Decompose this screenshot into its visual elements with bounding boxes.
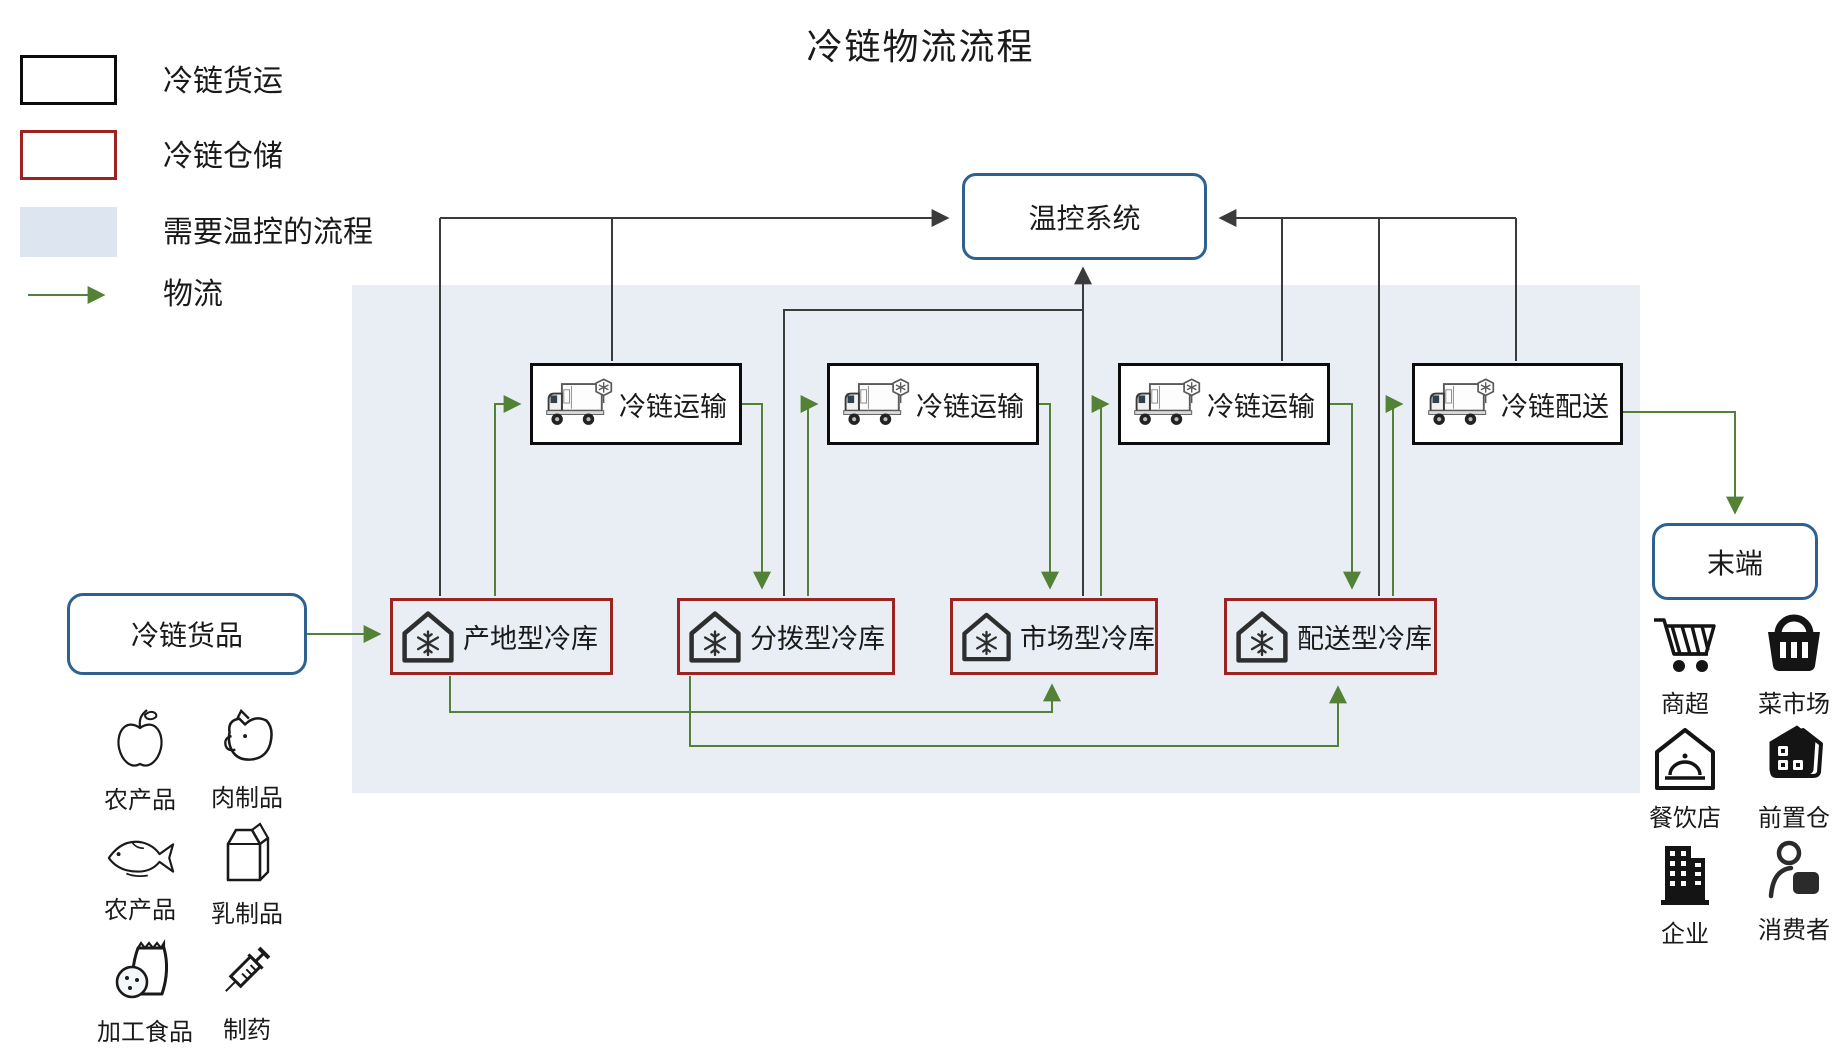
consumer-icon xyxy=(1768,840,1819,899)
apple-icon xyxy=(117,709,163,767)
destination-supermarket: 商超 xyxy=(1630,614,1740,719)
building-icon xyxy=(1661,846,1709,905)
node-warehouse-market: 市场型冷库 xyxy=(950,598,1158,675)
node-warehouse-origin: 产地型冷库 xyxy=(390,598,613,675)
node-label: 冷链运输 xyxy=(1207,391,1315,422)
node-label: 冷链运输 xyxy=(916,391,1024,422)
destination-market: 菜市场 xyxy=(1744,610,1841,719)
refrigerated-truck-icon xyxy=(838,378,914,427)
node-label: 冷链配送 xyxy=(1501,391,1609,422)
destination-consumer: 消费者 xyxy=(1744,840,1841,945)
destination-label: 消费者 xyxy=(1758,917,1830,944)
node-transport-1: 冷链运输 xyxy=(530,363,742,445)
destination-label: 前置仓 xyxy=(1758,805,1830,832)
node-cold-chain-goods: 冷链货品 xyxy=(67,593,307,675)
node-transport-3: 冷链运输 xyxy=(1118,363,1330,445)
goods-label: 乳制品 xyxy=(211,901,283,928)
pig-icon xyxy=(224,708,273,761)
basket-icon xyxy=(1768,614,1820,672)
refrigerated-truck-icon xyxy=(1129,378,1205,427)
goods-label: 加工食品 xyxy=(97,1019,193,1046)
fish-icon xyxy=(107,840,175,878)
refrigerated-truck-icon xyxy=(1423,378,1499,427)
syringe-icon xyxy=(225,946,271,992)
goods-item-aquatic: 农产品 xyxy=(85,832,195,925)
legend-label-logistics: 物流 xyxy=(163,278,223,311)
snack-icon xyxy=(115,939,169,999)
goods-label: 制药 xyxy=(223,1017,271,1044)
node-label: 市场型冷库 xyxy=(1020,624,1155,654)
node-temp-control-system: 温控系统 xyxy=(962,173,1207,260)
node-label: 冷链运输 xyxy=(619,391,727,422)
cart-icon xyxy=(1654,618,1716,672)
goods-item-pharma: 制药 xyxy=(192,938,302,1045)
legend-swatch-warehouse xyxy=(20,130,117,180)
node-label: 末端 xyxy=(1706,547,1763,579)
temperature-controlled-zone xyxy=(352,285,1640,793)
goods-label: 农产品 xyxy=(104,897,176,924)
snowflake-house-icon xyxy=(962,612,1011,661)
goods-item-processed: 加工食品 xyxy=(85,938,205,1047)
node-warehouse-distribution: 分拨型冷库 xyxy=(677,598,895,675)
destination-label: 菜市场 xyxy=(1758,691,1830,718)
node-transport-2: 冷链运输 xyxy=(827,363,1039,445)
front-warehouse-icon xyxy=(1769,725,1823,778)
snowflake-house-icon xyxy=(689,610,741,663)
destination-enterprise: 企业 xyxy=(1630,842,1740,949)
destination-label: 企业 xyxy=(1661,921,1709,948)
legend-label-warehouse: 冷链仓储 xyxy=(163,140,283,173)
refrigerated-truck-icon xyxy=(541,378,617,427)
legend-label-temp-zone: 需要温控的流程 xyxy=(163,216,373,249)
node-label: 冷链货品 xyxy=(130,620,243,651)
node-label: 分拨型冷库 xyxy=(750,624,885,654)
snowflake-house-icon xyxy=(402,610,454,663)
goods-item-dairy: 乳制品 xyxy=(192,822,302,929)
snowflake-house-icon xyxy=(1236,610,1288,663)
destination-label: 餐饮店 xyxy=(1649,805,1721,832)
legend-swatch-temp-zone xyxy=(20,207,117,257)
goods-item-produce: 农产品 xyxy=(85,706,195,815)
node-label: 温控系统 xyxy=(1028,202,1141,234)
node-label: 配送型冷库 xyxy=(1297,624,1432,654)
destination-front-warehouse: 前置仓 xyxy=(1744,724,1841,833)
milk-icon xyxy=(226,822,270,882)
legend-label-freight: 冷链货运 xyxy=(163,65,283,98)
node-terminal: 末端 xyxy=(1652,523,1818,600)
restaurant-icon xyxy=(1655,728,1715,790)
goods-label: 农产品 xyxy=(104,787,176,814)
goods-label: 肉制品 xyxy=(211,785,283,812)
node-warehouse-delivery: 配送型冷库 xyxy=(1224,598,1437,675)
diagram-title: 冷链物流流程 xyxy=(806,26,1035,67)
goods-item-meat: 肉制品 xyxy=(192,706,302,813)
destination-label: 商超 xyxy=(1661,691,1709,718)
node-label: 产地型冷库 xyxy=(463,624,598,654)
destination-restaurant: 餐饮店 xyxy=(1630,728,1740,833)
legend-swatch-freight xyxy=(20,55,117,105)
node-transport-delivery: 冷链配送 xyxy=(1412,363,1623,445)
